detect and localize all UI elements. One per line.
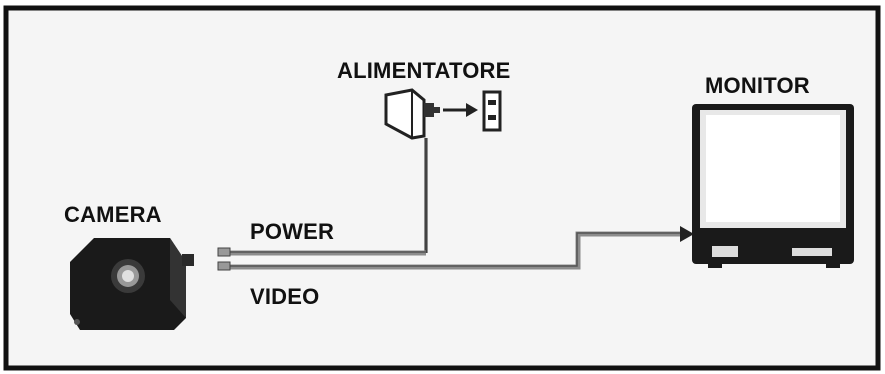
alimentatore-label: ALIMENTATORE	[337, 58, 511, 83]
camera-label: CAMERA	[64, 202, 162, 227]
video-cable	[222, 231, 684, 270]
monitor-screen	[706, 115, 840, 222]
monitor-label: MONITOR	[705, 73, 810, 98]
monitor-icon	[692, 104, 854, 268]
arrow-icon	[443, 103, 478, 117]
wall-outlet-icon	[482, 90, 502, 132]
video-label: VIDEO	[250, 284, 320, 309]
power-supply-icon	[384, 88, 440, 140]
video-arrow-icon	[680, 226, 694, 242]
power-label: POWER	[250, 219, 335, 244]
cable-connector-icon	[217, 247, 231, 271]
camera-icon	[70, 238, 194, 330]
